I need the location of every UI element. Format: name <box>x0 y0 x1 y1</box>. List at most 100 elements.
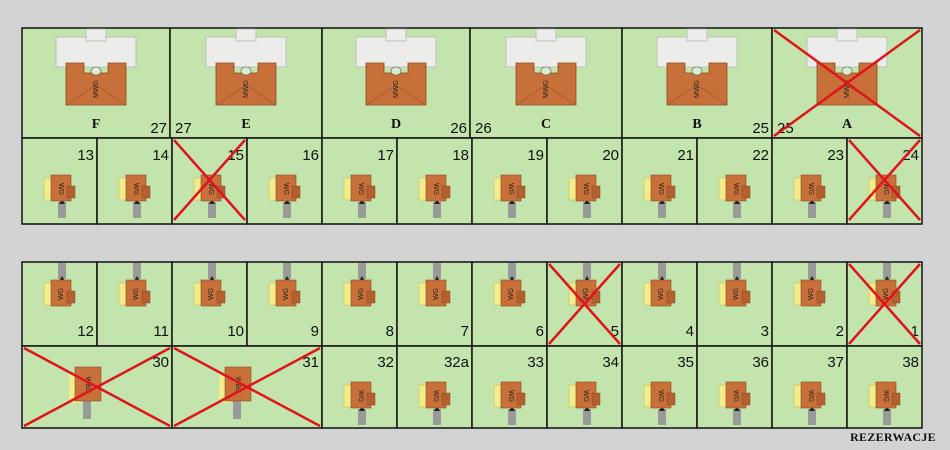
house-type-label: WG <box>357 390 364 402</box>
plot-number: 11 <box>153 323 169 340</box>
plot-letter: C <box>541 117 551 132</box>
villa-icon: MWG <box>505 28 587 106</box>
house-type-label: WG <box>583 288 590 300</box>
house-icon: WG <box>718 174 751 218</box>
house-type-label: MWG <box>393 80 400 98</box>
house-icon: WG <box>43 174 76 218</box>
house-type-label: WG <box>582 390 589 402</box>
plot-number: 7 <box>461 323 469 340</box>
house-icon: WG <box>643 174 676 218</box>
plot-number: 38 <box>902 354 919 371</box>
plot-number: 13 <box>77 147 94 164</box>
plot-number: 33 <box>527 354 544 371</box>
house-type-label: WG <box>507 183 514 195</box>
villa-icon: MWG <box>806 28 888 106</box>
house-icon: WG <box>343 263 376 307</box>
plot-number: 31 <box>302 354 319 371</box>
reserved-mark <box>848 263 921 345</box>
house-icon: WG <box>418 263 451 307</box>
house-icon: WG <box>343 174 376 218</box>
house-icon: WG <box>43 263 76 307</box>
plot-letter: E <box>241 117 250 132</box>
house-type-label: WG <box>58 288 65 300</box>
house-type-label: WG <box>657 183 664 195</box>
plot-number: 4 <box>686 323 694 340</box>
house-type-label: WG <box>207 183 214 195</box>
villa-icon: MWG <box>205 28 287 106</box>
house-type-label: MWG <box>844 80 851 98</box>
house-icon: WG <box>193 263 226 307</box>
plot-letter: B <box>692 117 701 132</box>
plot-number: 20 <box>602 147 619 164</box>
house-icon: WG <box>643 263 676 307</box>
house-type-label: WG <box>433 288 440 300</box>
plot-number: 10 <box>227 323 244 340</box>
plot-number: 5 <box>611 323 619 340</box>
house-icon: WG <box>268 263 301 307</box>
plot-number: 23 <box>827 147 844 164</box>
reserved-mark <box>773 28 921 138</box>
house-type-label: WG <box>508 288 515 300</box>
plot-number: 18 <box>452 147 469 164</box>
plot-number: 9 <box>311 323 319 340</box>
house-type-label: WG <box>282 183 289 195</box>
villa-icon: MWG <box>55 28 137 106</box>
house-icon: WG <box>718 263 751 307</box>
house-type-label: WG <box>882 390 889 402</box>
house-type-label: WG <box>432 183 439 195</box>
house-icon: WG <box>568 381 601 425</box>
house-type-label: MWG <box>93 80 100 98</box>
house-type-label: WG <box>732 390 739 402</box>
house-icon: WG <box>793 263 826 307</box>
plot-letter: F <box>92 117 101 132</box>
house-icon: WG <box>493 381 526 425</box>
plot-number: 32 <box>377 354 394 371</box>
house-type-label: WG <box>882 183 889 195</box>
reserved-mark <box>173 139 246 221</box>
villa-icon: MWG <box>656 28 738 106</box>
house-icon: WG <box>118 174 151 218</box>
house-icon: WG <box>118 263 151 307</box>
house-type-label: WG <box>283 288 290 300</box>
house-icon: WG <box>418 174 451 218</box>
house-type-label: WG <box>357 183 364 195</box>
plot-number: 17 <box>377 147 394 164</box>
house-type-label: WG <box>582 183 589 195</box>
house-type-label: WG <box>507 390 514 402</box>
house-type-label: WG <box>808 288 815 300</box>
plot-number: 15 <box>227 147 244 164</box>
house-icon: WG <box>418 381 451 425</box>
plot-number: 2 <box>836 323 844 340</box>
house-type-label: MWG <box>543 80 550 98</box>
plot-number: 16 <box>302 147 319 164</box>
plot-number: 12 <box>77 323 94 340</box>
house-icon: WG <box>268 174 301 218</box>
reserved-mark <box>173 346 321 428</box>
plot-number: 26 <box>450 120 467 137</box>
house-type-label: WBG <box>84 377 91 394</box>
house-type-label: WG <box>807 183 814 195</box>
house-icon: WG <box>643 381 676 425</box>
reserved-legend: REZERWACJE <box>850 430 936 444</box>
house-type-label: WBG <box>234 377 241 394</box>
plot-number: 36 <box>752 354 769 371</box>
house-icon: WG <box>493 263 526 307</box>
plot-number: 27 <box>175 120 192 137</box>
plot-number: 32a <box>444 354 470 371</box>
plot-number: 27 <box>150 120 167 137</box>
plot-number: 30 <box>152 354 169 371</box>
house-type-label: WG <box>658 288 665 300</box>
plot-number: 8 <box>386 323 394 340</box>
plot-number: 19 <box>527 147 544 164</box>
plot-number: 21 <box>677 147 694 164</box>
plot-letter: D <box>391 117 401 132</box>
house-type-label: WG <box>132 183 139 195</box>
plot-number: 34 <box>602 354 619 371</box>
house-icon: WG <box>868 381 901 425</box>
house-icon: WG <box>568 174 601 218</box>
house-type-label: MWG <box>243 80 250 98</box>
house-icon: WG <box>793 381 826 425</box>
house-type-label: WG <box>807 390 814 402</box>
plot-letter: A <box>842 117 853 132</box>
